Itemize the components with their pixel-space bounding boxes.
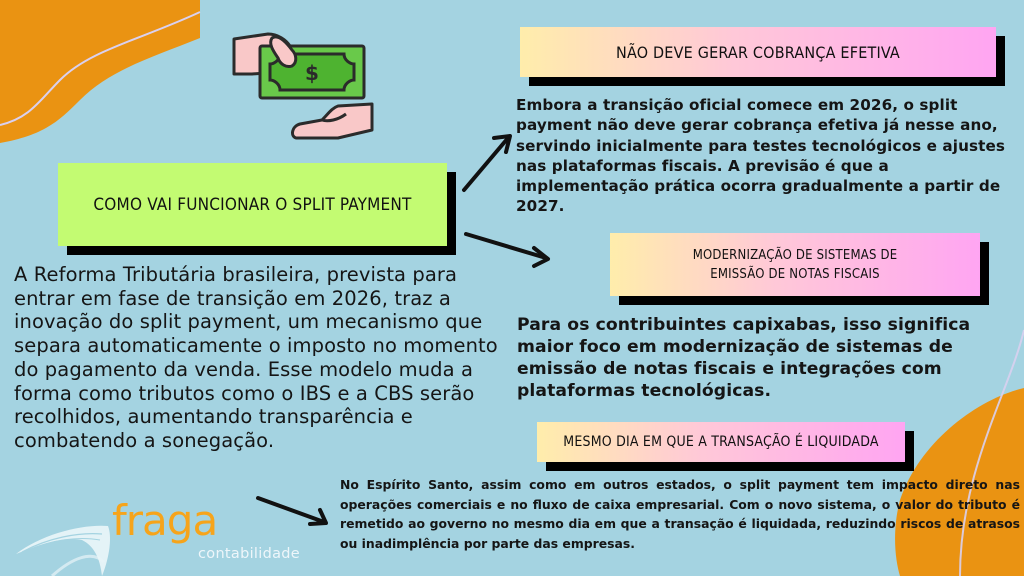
section-2-title-line1: MODERNIZAÇÃO DE SISTEMAS DE [692,247,898,263]
main-title-box: COMO VAI FUNCIONAR O SPLIT PAYMENT [58,163,447,246]
logo-name: fraga [112,496,218,545]
section-2-body: Para os contribuintes capixabas, isso si… [517,315,971,401]
section-1-body: Embora a transição oficial comece em 202… [516,96,1006,216]
hand-giving-money-icon: $ [232,32,374,140]
section-3-body: No Espírito Santo, assim como em outros … [340,477,1020,551]
section-2-title-line2: EMISSÃO DE NOTAS FISCAIS [710,266,880,282]
svg-text:$: $ [305,61,319,85]
section-1-title: NÃO DEVE GERAR COBRANÇA EFETIVA [616,42,900,62]
main-body-text: A Reforma Tributária brasileira, previst… [14,263,498,452]
fraga-logo-swoosh-icon [16,525,110,576]
section-3-title-box: MESMO DIA EM QUE A TRANSAÇÃO É LIQUIDADA [537,422,905,462]
arrow-down-right-icon [256,496,328,526]
section-3-title: MESMO DIA EM QUE A TRANSAÇÃO É LIQUIDADA [563,434,879,450]
main-title: COMO VAI FUNCIONAR O SPLIT PAYMENT [93,194,412,215]
section-1-title-box: NÃO DEVE GERAR COBRANÇA EFETIVA [520,27,996,77]
logo-subtitle: contabilidade [198,546,301,562]
section-2-title-box: MODERNIZAÇÃO DE SISTEMAS DE EMISSÃO DE N… [610,233,980,296]
